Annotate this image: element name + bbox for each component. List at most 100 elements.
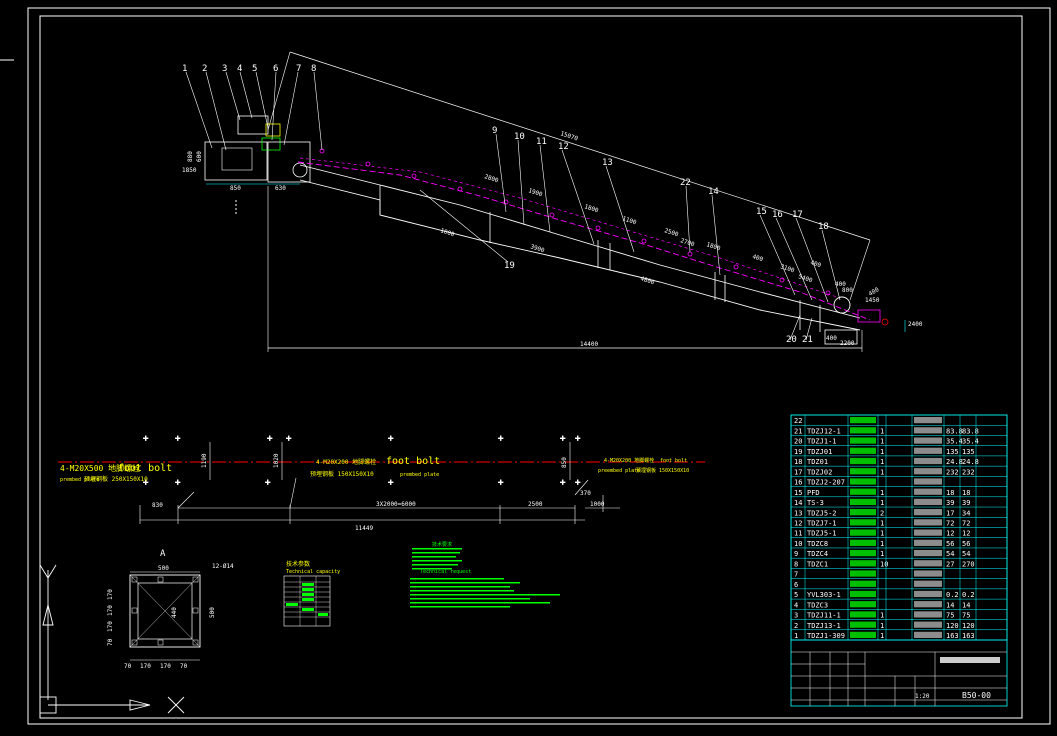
foundation-plan: ++ ++ ++ ++ ++ ++ ++ + 4-M20X500 地脚螺栓 fo… — [58, 434, 705, 532]
bom-row-mass-total: 54 — [962, 550, 970, 558]
right-height: 2400 — [908, 321, 923, 328]
bom-row-no: 1 — [794, 632, 798, 640]
svg-text:2500: 2500 — [663, 227, 679, 238]
bom-row-no: 14 — [794, 499, 802, 507]
bom-row-no: 9 — [794, 550, 798, 558]
bom-row-material-glyphs — [914, 580, 942, 587]
svg-text:+: + — [388, 434, 394, 444]
bom-row-name-glyphs — [850, 560, 876, 567]
bom-row-code: TDZJ12-1 — [807, 427, 841, 435]
foot-bolt-mid-cn: 4-M20X200 地脚螺栓 — [316, 458, 376, 466]
fheight-3: 850 — [561, 457, 568, 468]
left-width-a: 850 — [230, 185, 241, 192]
detail-a: A 12-Ø14 500 70 170 170 70 70 170 170 17… — [107, 549, 234, 670]
callout-14: 14 — [708, 187, 719, 197]
svg-text:400: 400 — [751, 253, 764, 263]
bom-row-no: 10 — [794, 540, 802, 548]
bom-row-name-glyphs — [850, 488, 876, 495]
bom-row-mass-total: 12 — [962, 530, 970, 538]
bom-row-name-glyphs — [850, 498, 876, 506]
bom-row-name-glyphs — [850, 631, 876, 638]
bom-row-no: 20 — [794, 438, 802, 446]
bom-row-material-glyphs — [914, 560, 942, 567]
bom-row-code: TDZC4 — [807, 550, 828, 558]
bom-row-qty: 1 — [880, 622, 884, 630]
bom-row-mass-unit: 12 — [946, 530, 954, 538]
bom-row-mass-total: 34 — [962, 509, 970, 517]
bom-row-no: 8 — [794, 560, 798, 568]
svg-text:+: + — [498, 478, 504, 488]
bom-row-qty: 1 — [880, 468, 884, 476]
bom-row-qty: 1 — [880, 427, 884, 435]
foot-bolt-left-en: foot bolt — [118, 463, 172, 474]
bom-row-qty: 1 — [880, 438, 884, 446]
svg-text:400: 400 — [868, 286, 881, 298]
tail-frame — [204, 141, 268, 181]
callout-2: 2 — [202, 64, 207, 74]
left-width-b: 630 — [275, 185, 286, 192]
upper-dims: 2800 1900 1800 1100 2500 2700 1800 400 1… — [439, 173, 880, 297]
right-dims: 400 400 5400 400 2200 800 1450 — [797, 259, 879, 347]
notes-title-en: Technical request — [420, 569, 471, 575]
bom-row-qty: 10 — [880, 560, 888, 568]
svg-text:1000: 1000 — [439, 227, 455, 238]
bom-row-mass-total: 232 — [962, 468, 975, 476]
bom-row-mass-total: 0.2 — [962, 591, 975, 599]
svg-text:1800: 1800 — [583, 203, 599, 214]
detail-a-ldim-3: 170 — [107, 605, 114, 616]
svg-text:+: + — [175, 434, 181, 444]
bom-row-no: 17 — [794, 468, 802, 476]
head-pulley — [833, 296, 851, 314]
bom-row-no: 21 — [794, 427, 802, 435]
bom-row-no: 12 — [794, 520, 802, 528]
bom-row-qty: 1 — [880, 520, 884, 528]
bom-row-qty: 1 — [880, 530, 884, 538]
bom-row-mass-unit: 39 — [946, 499, 954, 507]
foot-bolt-mid-en: foot bolt — [386, 456, 440, 467]
bom-row-material-glyphs — [914, 611, 942, 618]
drawing-code: B50-00 — [962, 691, 991, 700]
bom-row-no: 11 — [794, 530, 802, 538]
bom-row-material-glyphs — [914, 457, 942, 465]
bom-row-qty: 1 — [880, 499, 884, 507]
bom-row-code: TDZJ2-207 — [807, 479, 845, 487]
fdim-2500: 2500 — [528, 501, 543, 508]
bom-row-mass-total: 14 — [962, 601, 970, 609]
bom-row-material-glyphs — [914, 478, 942, 485]
fdim-3x2000: 3X2000=6000 — [376, 501, 416, 508]
detail-a-bdim-1: 70 — [124, 663, 132, 670]
outer-frame — [27, 7, 1051, 725]
callout-18: 18 — [818, 222, 829, 232]
technical-table: 技术参数 Technical capacity — [283, 560, 340, 627]
foot-bolt-left-sub-en: prembed plate — [60, 477, 99, 483]
callout-10: 10 — [514, 132, 525, 142]
bom-row-no: 18 — [794, 458, 802, 466]
detail-a-ldim-4: 170 — [107, 589, 114, 600]
foot-bolt-left-sub-cn: 预埋钢板 250X150X10 — [84, 475, 148, 483]
bom-row-mass-total: 56 — [962, 540, 970, 548]
bom-row-code: TDZJ5-1 — [807, 530, 837, 538]
svg-text:4800: 4800 — [639, 275, 655, 286]
bom-row-code: YVL303-1 — [807, 591, 841, 599]
bom-row-name-glyphs — [850, 601, 876, 608]
bom-row-name-glyphs — [850, 539, 876, 546]
incline-dim-line — [289, 51, 871, 241]
foot-bolt-left-cn: 4-M20X500 地脚螺栓 — [60, 463, 140, 473]
callout-21: 21 — [802, 335, 813, 345]
bom-row-code: TS-3 — [807, 499, 824, 507]
foot-bolt-mid-sub-cn: 预埋钢板 150X150X10 — [310, 470, 374, 478]
title-block: B50-00 1:20 — [790, 639, 1008, 707]
belt-carry-line — [297, 161, 871, 321]
overall-length-label: 14400 — [580, 341, 598, 348]
notes-title-cn: 技术要求 — [432, 541, 452, 548]
bom-row-mass-unit: 27 — [946, 560, 954, 568]
bom-row-mass-unit: 18 — [946, 489, 954, 497]
bom-row-code: TDZJ5-2 — [807, 509, 837, 517]
svg-text:+: + — [575, 478, 581, 488]
bom-row-name-glyphs — [850, 478, 876, 485]
bom-row-material-glyphs — [914, 519, 942, 526]
bom-row-name-glyphs — [850, 590, 876, 598]
bom-row-qty: 1 — [880, 448, 884, 456]
svg-text:+: + — [560, 478, 566, 488]
